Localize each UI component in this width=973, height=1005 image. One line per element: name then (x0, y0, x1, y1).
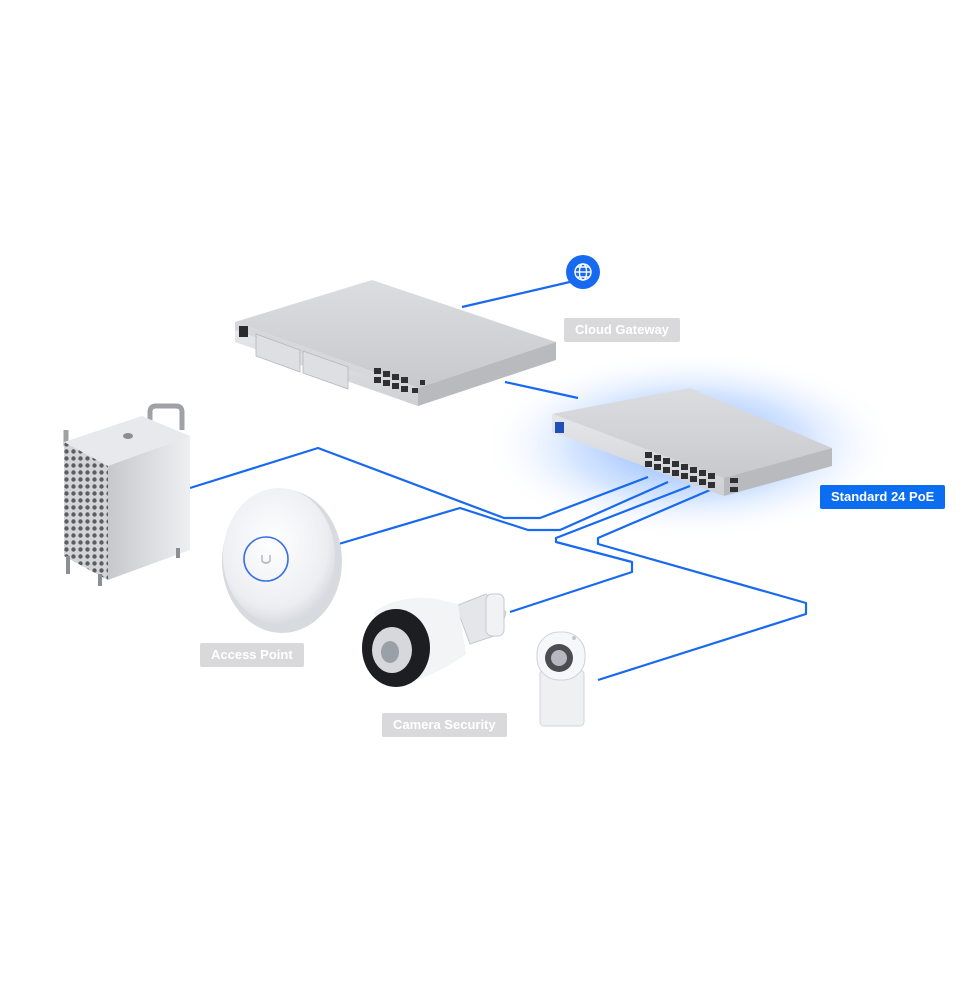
cloud-gateway-label: Cloud Gateway (564, 318, 680, 342)
network-wires (189, 279, 808, 682)
cloud-gateway-device (235, 280, 556, 406)
wire-switch-domecam (596, 488, 808, 682)
access-point-label: Access Point (200, 643, 304, 667)
poe-switch-device (552, 388, 832, 496)
flex-camera-device (536, 631, 586, 727)
wire-switch-accesspoint (331, 480, 669, 548)
tower-computer-device (63, 403, 190, 586)
wire-switch-computer (189, 446, 649, 520)
globe-icon (566, 255, 600, 289)
switch-label: Standard 24 PoE (820, 485, 946, 509)
camera-security-label: Camera Security (382, 713, 507, 737)
access-point-device (222, 488, 342, 633)
wire-internet-gateway (461, 279, 575, 309)
bullet-camera-device (362, 593, 507, 687)
wire-switch-camera (509, 484, 691, 614)
wire-gateway-switch (504, 380, 579, 400)
